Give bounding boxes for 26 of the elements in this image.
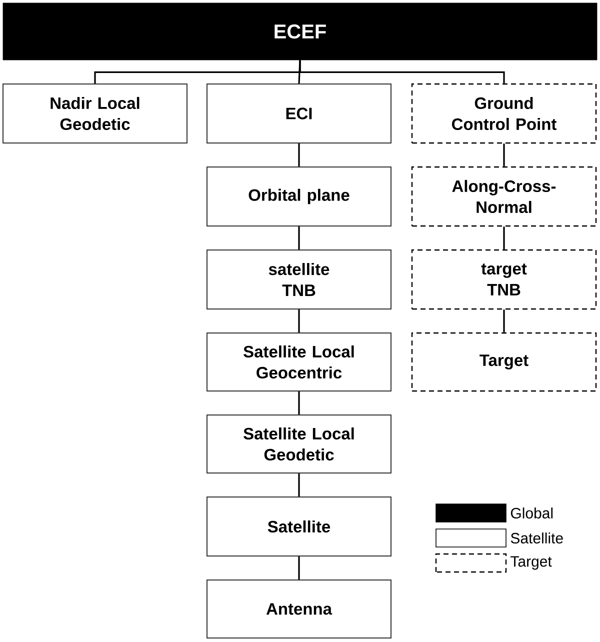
connector-line: [298, 144, 300, 166]
connector-line: [298, 226, 300, 250]
connector-line: [503, 144, 505, 166]
frame-box: Nadir Local Geodetic: [2, 84, 188, 144]
frame-box: Satellite Local Geodetic: [206, 414, 392, 474]
connector-line: [298, 474, 300, 496]
frame-box: Orbital plane: [206, 166, 392, 226]
legend-label: Global: [510, 508, 553, 518]
connector-line: [503, 310, 505, 332]
frame-bar: ECEF: [2, 2, 598, 60]
frame-box: Satellite Local Geocentric: [206, 332, 392, 392]
connector-line: [298, 310, 300, 332]
connector-line: [299, 60, 505, 84]
frame-box: satellite TNB: [206, 250, 392, 310]
legend-label: Satellite: [510, 532, 563, 544]
frame-box: ECI: [206, 84, 392, 144]
connector-line: [503, 226, 505, 250]
connector-line: [298, 392, 300, 414]
frame-box: Ground Control Point: [411, 83, 597, 144]
frame-box: Target: [411, 332, 597, 392]
frame-box: Along-Cross-Normal: [411, 166, 597, 227]
frame-box: target TNB: [411, 249, 597, 310]
frame-box: Satellite: [206, 496, 392, 556]
frame-box: Antenna: [206, 580, 392, 638]
legend-label: Target: [510, 556, 552, 570]
connector-line: [298, 556, 300, 580]
